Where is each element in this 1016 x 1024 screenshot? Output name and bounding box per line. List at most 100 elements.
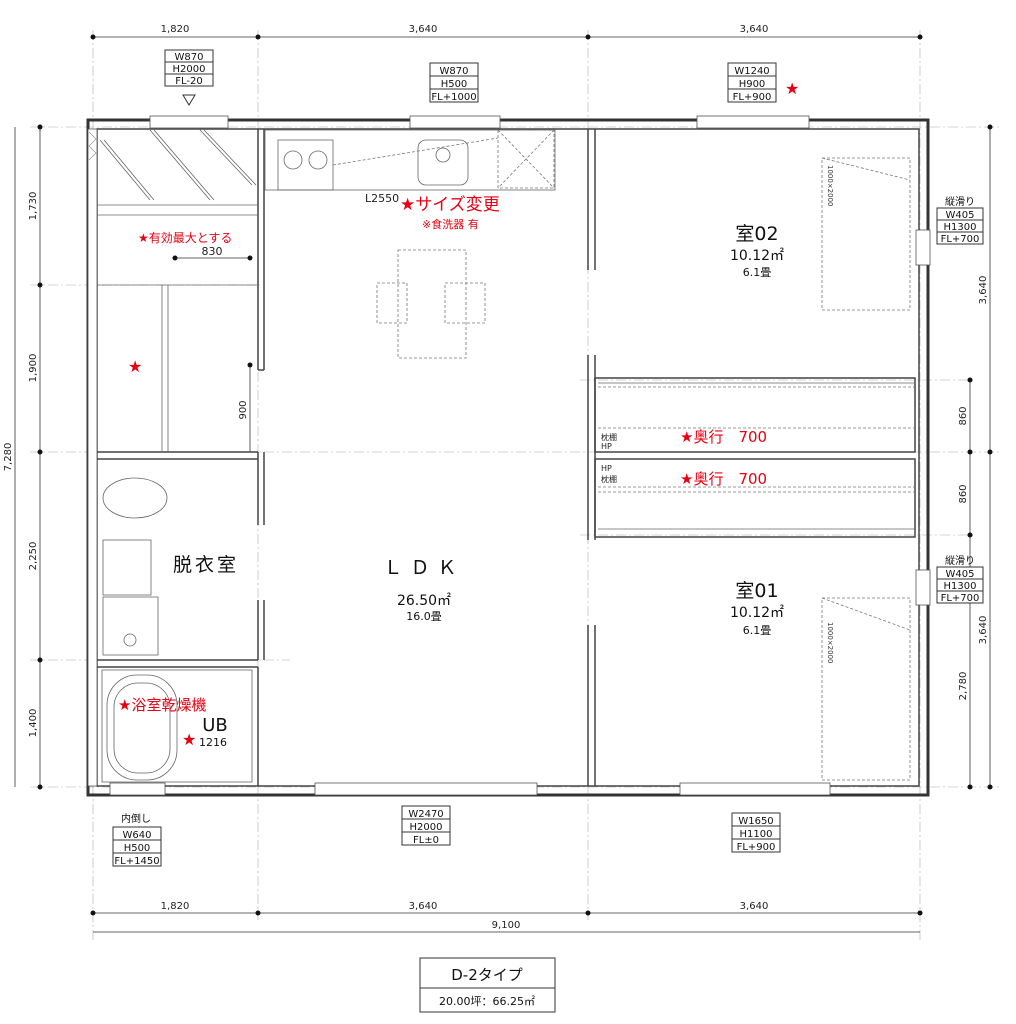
bed-size-label: 1000×2000	[826, 622, 834, 664]
bath-window-opening	[109, 782, 166, 796]
dimension-lines	[14, 34, 993, 933]
window-spec-kitchen: W870 H500 FL+1000	[429, 62, 479, 103]
bathtub	[106, 674, 178, 781]
dishwasher-note: ※食洗器 有	[422, 217, 479, 231]
dim-right-1: 3,640	[978, 276, 989, 305]
svg-text:H500: H500	[124, 843, 151, 854]
grid-lines	[30, 30, 1000, 940]
svg-text:W405: W405	[946, 210, 975, 221]
room02-side-window-opening	[915, 229, 931, 266]
entrance-hatch	[99, 129, 257, 201]
dim-right-inner-2: 860	[958, 484, 969, 503]
svg-text:W1650: W1650	[738, 816, 773, 827]
svg-text:H500: H500	[441, 79, 468, 90]
svg-text:W870: W870	[440, 66, 469, 77]
max-effective-note: ★有効最大とする	[138, 230, 232, 245]
kitchen-counter	[264, 129, 556, 191]
unit-bath	[101, 669, 253, 783]
walls	[86, 118, 930, 797]
dim-bottom-3: 3,640	[740, 901, 769, 912]
dim-left-total: 7,280	[3, 443, 14, 472]
svg-text:H900: H900	[739, 79, 766, 90]
room02-name: 室02	[735, 223, 778, 245]
room01-side-window-opening	[915, 569, 931, 606]
star-mark: ★	[785, 79, 799, 98]
window-spec-room02-side: 縦滑り W405 H1300 FL+700	[936, 195, 984, 245]
svg-text:H2000: H2000	[410, 822, 443, 833]
room01-area: 10.12㎡	[730, 605, 784, 621]
sink	[417, 139, 469, 186]
dim-right-2: 3,640	[978, 616, 989, 645]
svg-text:FL+1450: FL+1450	[114, 856, 159, 867]
washing-machine	[102, 596, 159, 656]
window-spec-entrance: W870 H2000 FL-20	[164, 49, 214, 106]
closet-labels: 枕棚 HP HP 枕棚	[601, 432, 617, 484]
closet-depth-note-lower: ★奥行 700	[680, 470, 767, 488]
cooktop	[277, 139, 334, 191]
burner-icon	[283, 150, 303, 170]
svg-text:内倒し: 内倒し	[121, 812, 151, 825]
fixtures: 1000×2000 1000×2000	[99, 129, 911, 783]
plan-area: 20.00坪：66.25㎡	[439, 995, 535, 1008]
svg-text:FL±0: FL±0	[413, 835, 439, 846]
svg-text:FL+900: FL+900	[733, 92, 772, 103]
ub-name: UB	[202, 715, 228, 736]
window-spec-room01-bottom: W1650 H1100 FL+900	[731, 812, 781, 853]
bed-size-label: 1000×2000	[826, 165, 834, 207]
dim-right-inner-3: 2,780	[958, 672, 969, 701]
ldk-tatami: 16.0畳	[406, 610, 442, 623]
dining-table	[376, 249, 486, 359]
dim-left-3: 2,250	[28, 542, 39, 571]
dim-bottom-total: 9,100	[492, 920, 521, 931]
bed-room02	[821, 157, 911, 311]
svg-text:H1100: H1100	[740, 829, 773, 840]
dimension-labels: 1,820 3,640 3,640 1,820 3,640 3,640 9,10…	[3, 24, 989, 931]
entrance-door-opening	[149, 115, 229, 129]
svg-text:W2470: W2470	[408, 809, 443, 820]
svg-text:H1300: H1300	[944, 222, 977, 233]
bath-dryer-note: ★浴室乾燥機	[118, 696, 206, 714]
room-labels: ＬＤＫ 26.50㎡ 16.0畳 室02 10.12㎡ 6.1畳 室01 10.…	[173, 223, 784, 749]
star-mark: ★	[182, 730, 196, 749]
ldk-area: 26.50㎡	[397, 593, 451, 609]
size-change-note: ★サイズ変更	[400, 195, 500, 215]
dim-left-2: 1,900	[28, 354, 39, 383]
fridge-space	[497, 129, 555, 189]
insulation-hatch	[88, 131, 97, 161]
star-mark: ★	[128, 357, 142, 376]
dim-top-3: 3,640	[740, 24, 769, 35]
closet-depth-note-upper: ★奥行 700	[680, 428, 767, 446]
svg-text:FL+900: FL+900	[737, 842, 776, 853]
svg-text:H1300: H1300	[944, 581, 977, 592]
dim-bottom-2: 3,640	[409, 901, 438, 912]
dim-bottom-1: 1,820	[161, 901, 190, 912]
dim-830: 830	[202, 245, 223, 258]
dim-right-inner-1: 860	[958, 406, 969, 425]
room01-name: 室01	[735, 580, 778, 602]
room01-tatami: 6.1畳	[743, 624, 772, 637]
shelf-label: 枕棚	[601, 432, 617, 442]
dim-top-2: 3,640	[409, 24, 438, 35]
window-spec-ldk-bottom: W2470 H2000 FL±0	[401, 805, 451, 846]
svg-text:縦滑り: 縦滑り	[945, 554, 975, 567]
svg-text:FL-20: FL-20	[175, 76, 202, 87]
svg-text:FL+1000: FL+1000	[431, 92, 476, 103]
dim-top-1: 1,820	[161, 24, 190, 35]
kitchen-window-opening	[409, 115, 501, 129]
svg-text:縦滑り: 縦滑り	[945, 195, 975, 208]
entrance-marker-icon	[182, 94, 196, 106]
toilet	[102, 477, 168, 519]
kitchen-length: L2550	[365, 192, 399, 205]
annotations: ★サイズ変更 ※食洗器 有 ★有効最大とする ★ ★奥行 700 ★奥行 700…	[118, 195, 767, 749]
dim-left-1: 1,730	[28, 192, 39, 221]
window-openings	[109, 115, 931, 796]
room01-window-opening	[679, 782, 831, 796]
window-spec-room01-side: 縦滑り W405 H1300 FL+700	[936, 554, 984, 604]
drain-icon	[435, 147, 451, 163]
bed-room01	[821, 597, 911, 781]
svg-text:W1240: W1240	[734, 66, 769, 77]
svg-text:W405: W405	[946, 569, 975, 580]
dim-900: 900	[238, 400, 249, 419]
room02-window-opening	[696, 115, 810, 129]
